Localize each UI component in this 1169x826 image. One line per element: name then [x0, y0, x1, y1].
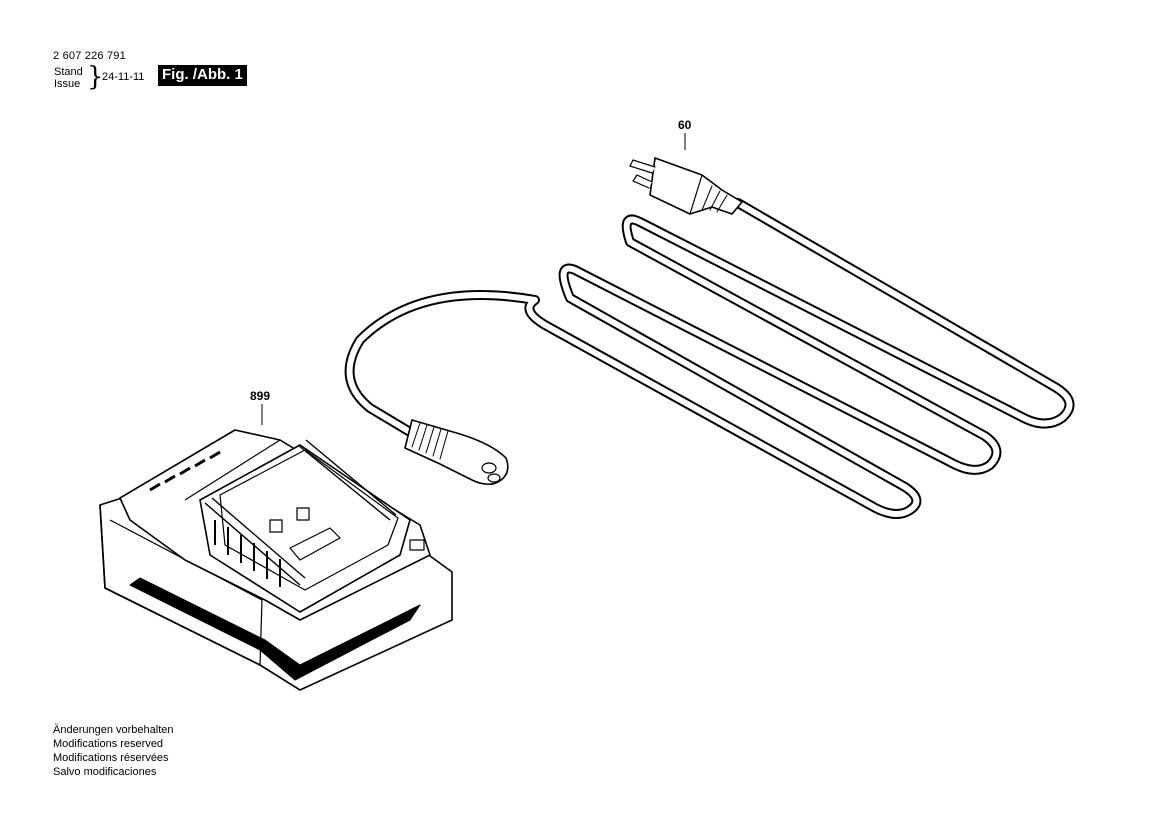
stand-issue-labels: Stand Issue: [54, 66, 83, 90]
brace-glyph: }: [87, 62, 104, 92]
figure-label: Fig. /Abb. 1: [158, 65, 247, 86]
issue-label: Issue: [54, 78, 81, 90]
notice-line-en: Modifications reserved: [53, 738, 164, 750]
stand-label: Stand: [54, 66, 83, 78]
power-cord-icon: [344, 157, 1075, 519]
notice-line-es: Salvo modificaciones: [53, 766, 157, 778]
part-number-899: 899: [250, 389, 271, 403]
issue-date: 24-11-11: [102, 71, 145, 83]
battery-charger-icon: [99, 429, 453, 691]
notice-line-de: Änderungen vorbehalten: [53, 724, 174, 736]
notice-line-fr: Modifications réservées: [53, 752, 169, 764]
document-number: 2 607 226 791: [53, 50, 126, 62]
part-number-60: 60: [678, 118, 692, 132]
modifications-notice: Änderungen vorbehalten Modifications res…: [53, 723, 173, 779]
